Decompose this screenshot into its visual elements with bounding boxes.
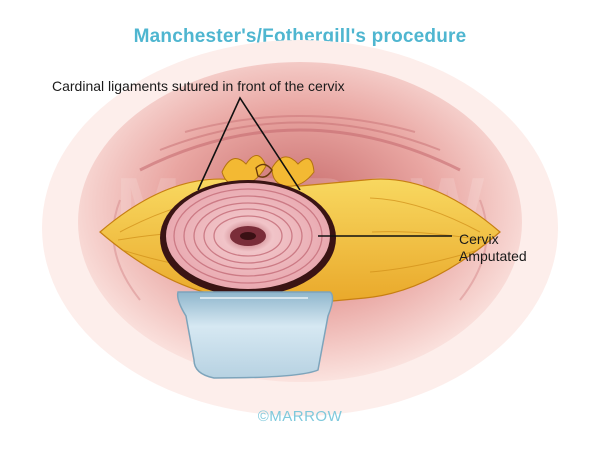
label-cervix-line2: Amputated [459, 248, 527, 264]
leader-line-cardinal [197, 96, 301, 191]
cervix [160, 180, 336, 296]
speculum-blade [176, 291, 334, 379]
label-cardinal-ligaments: Cardinal ligaments sutured in front of t… [52, 78, 345, 94]
label-cervix-amputated: Cervix Amputated [459, 231, 527, 265]
brand-footer: ©MARROW [257, 408, 343, 425]
label-cervix-line1: Cervix [459, 231, 499, 247]
figure-title: Manchester's/Fothergill's procedure [133, 26, 467, 47]
